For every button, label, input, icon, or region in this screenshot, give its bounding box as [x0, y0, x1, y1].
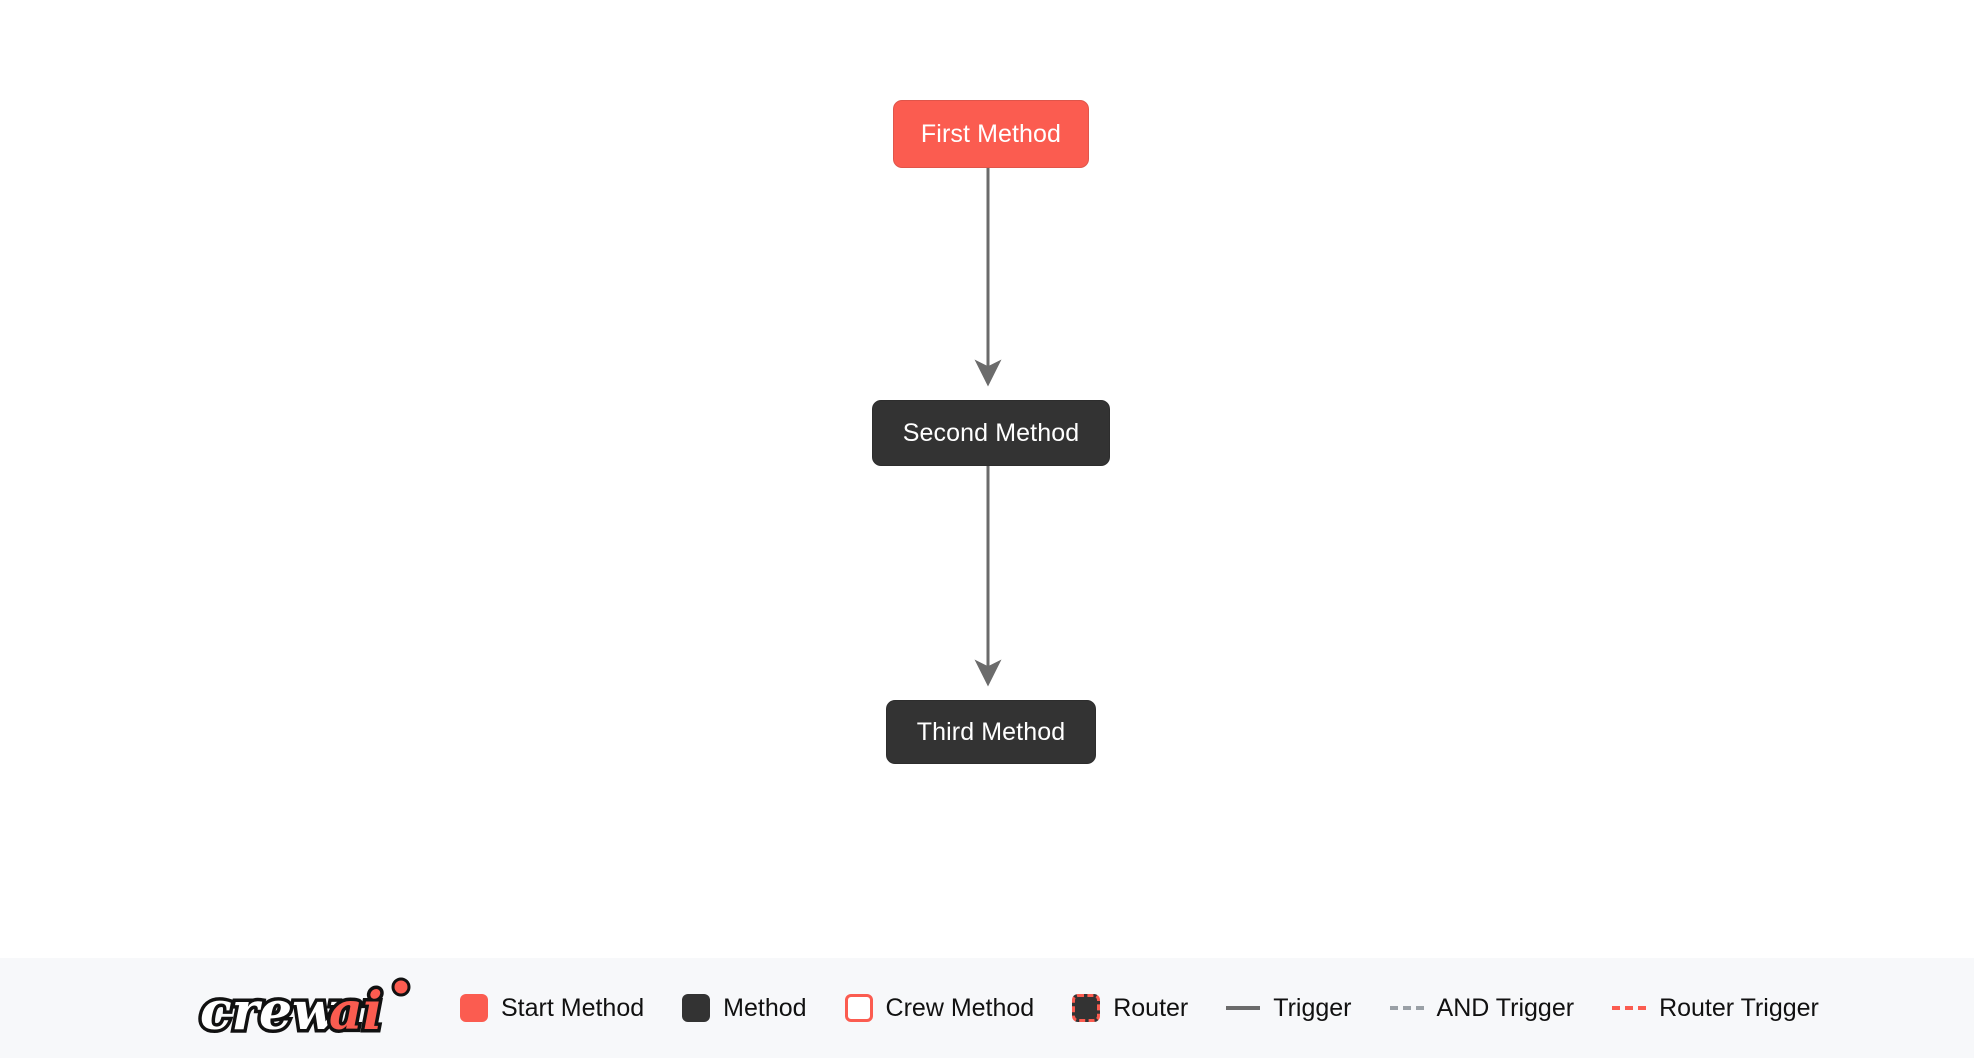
flow-canvas[interactable]: First Method Second Method Third Method: [0, 0, 1974, 958]
crewai-logo-ai: ai: [329, 981, 382, 1039]
trigger-line-icon: [1226, 1006, 1261, 1010]
legend-label: Crew Method: [885, 993, 1035, 1022]
legend-label: AND Trigger: [1436, 993, 1575, 1022]
flow-node-label: Third Method: [916, 717, 1066, 746]
legend-label: Start Method: [501, 993, 645, 1022]
method-swatch-icon: [682, 994, 711, 1022]
flow-node-first-method[interactable]: First Method: [893, 100, 1089, 168]
legend-label: Router Trigger: [1659, 993, 1819, 1022]
router-swatch-icon: [1072, 994, 1101, 1022]
and-trigger-line-icon: [1389, 1006, 1424, 1010]
legend-label: Router: [1113, 993, 1189, 1022]
legend-label: Method: [723, 993, 807, 1022]
legend-item-and-trigger: AND Trigger: [1389, 993, 1575, 1023]
legend-item-start-method: Start Method: [460, 994, 644, 1023]
flow-node-label: First Method: [920, 119, 1062, 148]
flow-node-third-method[interactable]: Third Method: [886, 700, 1096, 764]
legend-item-crew-method: Crew Method: [844, 993, 1035, 1023]
legend-bar: crew ai Start Method Method Crew Method …: [0, 958, 1974, 1058]
legend-item-method: Method: [682, 993, 807, 1023]
flow-edges-layer: [974, 168, 1002, 687]
crew-method-swatch-icon: [844, 994, 873, 1022]
router-trigger-line-icon: [1612, 1006, 1647, 1010]
crewai-logo: crew ai: [198, 977, 411, 1039]
legend-label: Trigger: [1273, 993, 1352, 1022]
legend-item-router: Router: [1072, 994, 1188, 1023]
crewai-logo-dot: [391, 977, 411, 997]
flow-node-label: Second Method: [902, 418, 1080, 447]
flow-node-second-method[interactable]: Second Method: [872, 400, 1110, 466]
start-method-swatch-icon: [460, 994, 488, 1022]
legend-item-router-trigger: Router Trigger: [1612, 994, 1819, 1023]
crewai-logo-crew: crew: [200, 981, 339, 1039]
legend-item-trigger: Trigger: [1226, 993, 1352, 1023]
